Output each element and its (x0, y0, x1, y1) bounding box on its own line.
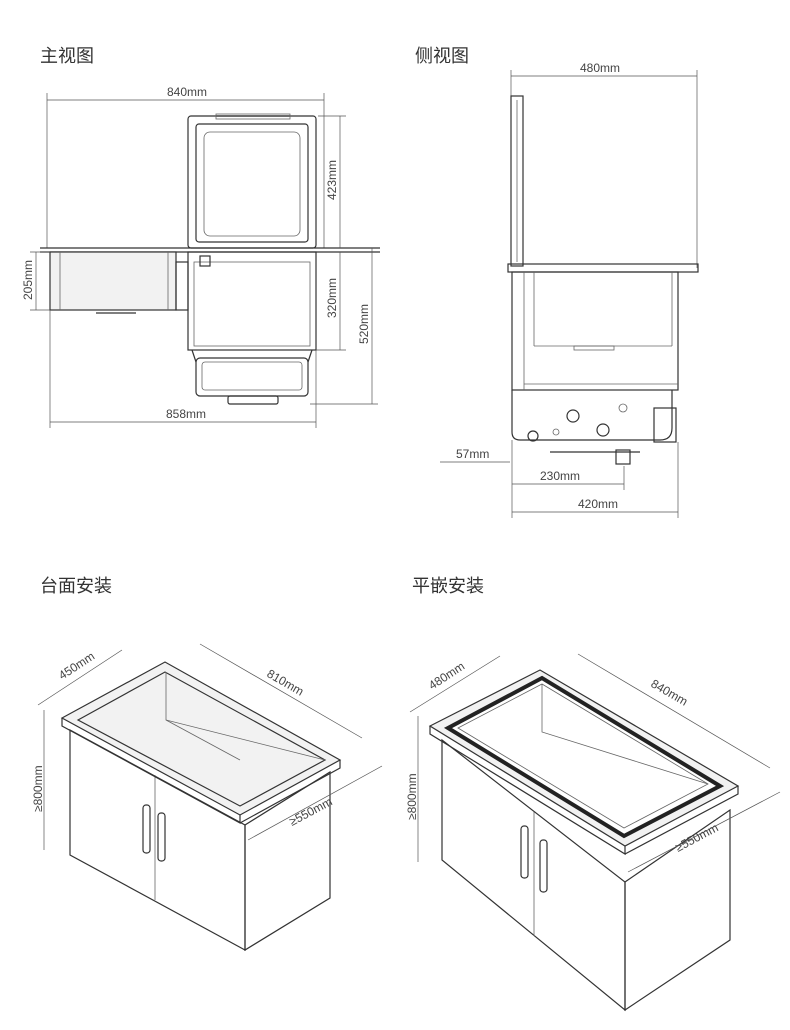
dim-flush-840: 840mm (649, 676, 691, 708)
flush-install-drawing: 480mm 840mm ≥800mm ≥550mm (405, 653, 781, 1012)
title-countertop-install: 台面安装 (40, 576, 112, 597)
dim-side-480: 480mm (580, 61, 620, 75)
dim-side-57: 57mm (456, 447, 489, 461)
dim-front-320: 320mm (325, 278, 339, 318)
dim-flush-800: ≥800mm (405, 773, 419, 820)
title-front-view: 主视图 (40, 46, 94, 67)
dim-front-840: 840mm (167, 85, 207, 99)
dim-flush-550: ≥550mm (673, 820, 721, 854)
dim-flush-480: 480mm (426, 659, 467, 693)
side-view-drawing: 480mm 57mm 230mm 420m (440, 61, 699, 518)
countertop-install-drawing: 450mm 810mm ≥800mm ≥550mm (31, 643, 383, 952)
dim-ct-800: ≥800mm (31, 765, 45, 812)
dim-ct-450: 450mm (56, 649, 97, 683)
dim-ct-550: ≥550mm (287, 794, 335, 828)
dim-side-420: 420mm (578, 497, 618, 511)
dim-front-858: 858mm (166, 407, 206, 421)
title-flush-install: 平嵌安装 (412, 576, 484, 597)
title-side-view: 侧视图 (415, 46, 469, 67)
dim-front-423: 423mm (325, 160, 339, 200)
dim-front-205: 205mm (21, 260, 35, 300)
front-view-drawing: 840mm 423mm 205mm (21, 85, 380, 428)
dim-front-520: 520mm (357, 304, 371, 344)
dim-side-230: 230mm (540, 469, 580, 483)
